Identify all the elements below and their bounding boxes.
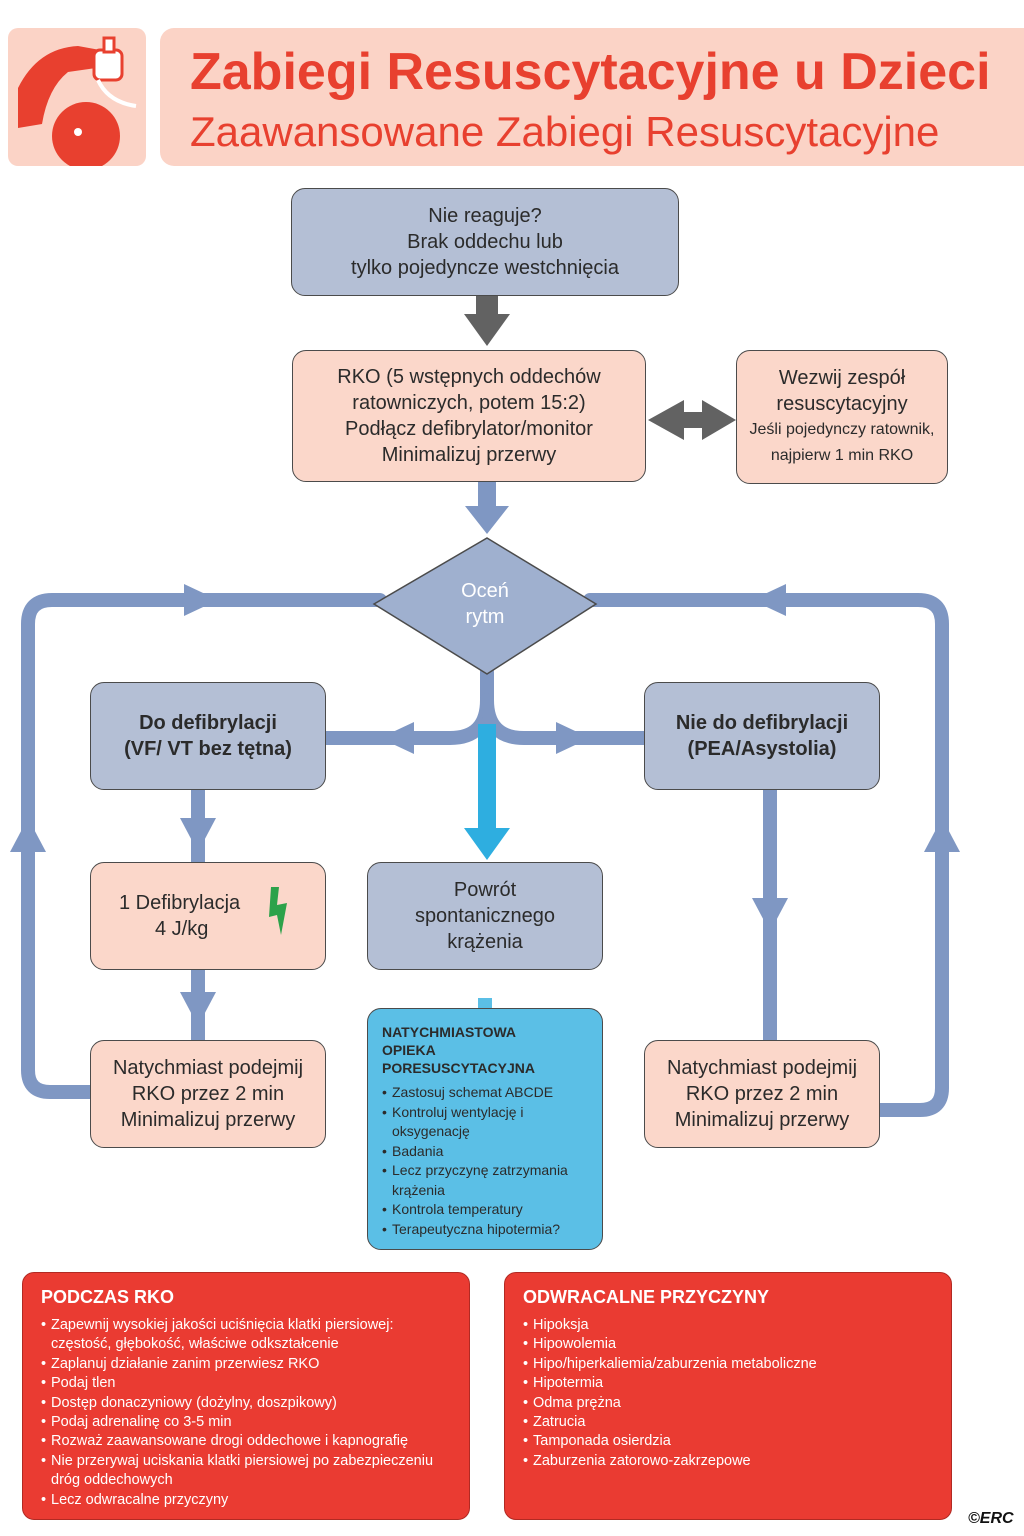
arrow-down-icon (465, 506, 509, 534)
list-item: Zatrucia (523, 1413, 933, 1433)
list-item: Kontrola temperatury (382, 1200, 588, 1220)
arrow-up-icon (924, 818, 960, 852)
list-item: Tamponada osierdzia (523, 1432, 933, 1452)
assess-rhythm-label: Oceń rytm (461, 580, 509, 628)
rescue-breathing-icon (18, 36, 137, 170)
resume-cpr-right-box: Natychmiast podejmij RKO przez 2 min Min… (644, 1040, 880, 1148)
list-item: Podaj adrenalinę co 3-5 min (41, 1413, 451, 1433)
list-item: Rozważ zaawansowane drogi oddechowe i ka… (41, 1432, 451, 1452)
logo-panel (8, 28, 146, 170)
arrow-left-icon (380, 722, 414, 754)
reversible-causes-panel: ODWRACALNE PRZYCZYNY Hipoksja Hipowolemi… (504, 1272, 952, 1520)
call-team-box: Wezwij zespół resuscytacyjny Jeśli pojed… (736, 350, 948, 484)
list-item: Badania (382, 1142, 588, 1162)
resume-cpr-left-box: Natychmiast podejmij RKO przez 2 min Min… (90, 1040, 326, 1148)
arrow-left-icon (752, 584, 786, 616)
during-cpr-list: Zapewnij wysokiej jakości uciśnięcia kla… (41, 1316, 451, 1510)
list-item: Zaburzenia zatorowo-zakrzepowe (523, 1452, 933, 1472)
shockable-box: Do defibrylacji (VF/ VT bez tętna) (90, 682, 326, 790)
reversible-causes-list-t: Odma prężna Zatrucia Tamponada osierdzia… (523, 1394, 933, 1472)
loop-right (583, 593, 949, 1117)
list-item: Zaplanuj działanie zanim przerwiesz RKO (41, 1355, 451, 1375)
list-item: Terapeutyczna hipotermia? (382, 1220, 588, 1240)
arrow-right-icon (184, 584, 218, 616)
page-subtitle: Zaawansowane Zabiegi Resuscytacyjne (190, 108, 940, 155)
arrow-right-icon (556, 722, 590, 754)
arrow-down-icon (180, 818, 216, 852)
erc-mark: ©ERC (968, 1510, 1014, 1527)
shock-box: 1 Defibrylacja 4 J/kg (90, 862, 326, 970)
arrow-down-icon (464, 828, 510, 860)
page-title: Zabiegi Resuscytacyjne u Dzieci (190, 43, 991, 101)
arrow-up-icon (10, 818, 46, 852)
reversible-causes-list-h: Hipoksja Hipowolemia Hipo/hiperkaliemia/… (523, 1316, 933, 1394)
post-resuscitation-care-box: NATYCHMIASTOWA OPIEKA PORESUSCYTACYJNA Z… (367, 1008, 603, 1250)
list-item: Hipowolemia (523, 1335, 933, 1355)
list-item: Lecz przyczynę zatrzymania krążenia (382, 1161, 588, 1200)
reversible-causes-title: ODWRACALNE PRZYCZYNY (523, 1287, 769, 1307)
list-item: Lecz odwracalne przyczyny (41, 1491, 451, 1511)
rosc-box: Powrót spontanicznego krążenia (367, 862, 603, 970)
list-item: Nie przerywaj uciskania klatki piersiowe… (41, 1452, 451, 1491)
list-item: Podaj tlen (41, 1374, 451, 1394)
non-shockable-box: Nie do defibrylacji (PEA/Asystolia) (644, 682, 880, 790)
list-item: Hipo/hiperkaliemia/zaburzenia metabolicz… (523, 1355, 933, 1375)
during-cpr-panel: PODCZAS RKO Zapewnij wysokiej jakości uc… (22, 1272, 470, 1520)
arrow-down-icon (180, 992, 216, 1026)
assess-rhythm-diamond (372, 537, 598, 675)
during-cpr-title: PODCZAS RKO (41, 1287, 175, 1307)
double-arrow-icon (648, 400, 736, 440)
start-box: Nie reaguje? Brak oddechu lub tylko poje… (291, 188, 679, 296)
list-item: Odma prężna (523, 1394, 933, 1414)
branch-split-right (480, 693, 777, 1047)
list-item: Hipotermia (523, 1374, 933, 1394)
arrow-down-icon (752, 898, 788, 932)
lightning-bolt-icon (269, 887, 287, 935)
cpr-box: RKO (5 wstępnych oddechów ratowniczych, … (292, 350, 646, 482)
list-item: Kontroluj wentylację i oksygenację (382, 1103, 588, 1142)
list-item: Zastosuj schemat ABCDE (382, 1083, 588, 1103)
header-banner (160, 28, 1024, 166)
list-item: Hipoksja (523, 1316, 933, 1336)
list-item: Zapewnij wysokiej jakości uciśnięcia kla… (41, 1316, 451, 1355)
arrow-down-icon (464, 314, 510, 346)
list-item: Dostęp donaczyniowy (dożylny, doszpikowy… (41, 1394, 451, 1414)
post-care-list: Zastosuj schemat ABCDE Kontroluj wentyla… (382, 1083, 588, 1239)
